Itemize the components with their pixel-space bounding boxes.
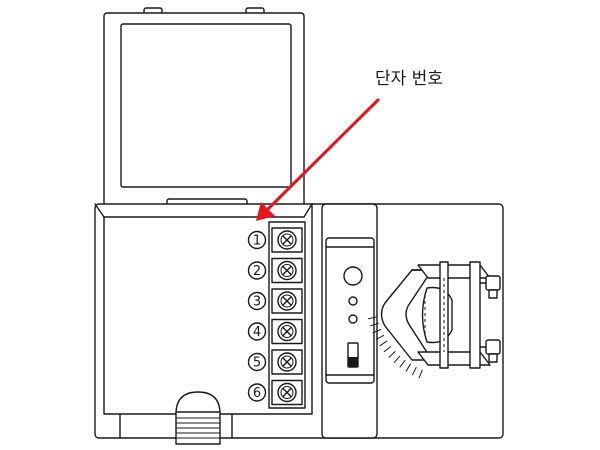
terminal-2: 2 [247, 257, 303, 284]
terminal-number-label: 2 [253, 264, 261, 279]
callout-arrow-line [264, 98, 380, 213]
led-2 [348, 314, 358, 324]
terminal-number-badge [247, 230, 267, 250]
terminal-number-label: 4 [253, 325, 261, 340]
open-cover [103, 7, 305, 211]
terminal-number-callout: 단자 번호 [256, 69, 443, 221]
callout-arrowhead-icon [256, 202, 275, 221]
terminal-number-label: 6 [253, 386, 261, 401]
terminal-number-badge [247, 322, 267, 341]
terminal-4: 4 [247, 318, 303, 345]
terminal-1: 1 [247, 227, 303, 253]
terminal-6: 6 [247, 379, 303, 406]
terminal-3: 3 [247, 288, 303, 314]
cover-window [120, 23, 292, 188]
u-bolt-clamp-icon [368, 261, 501, 379]
control-module [321, 203, 378, 439]
cable-grommet [175, 391, 221, 445]
indicator-lamp [343, 266, 363, 286]
terminal-number-label: 3 [253, 295, 261, 310]
terminal-number-badge [247, 383, 267, 402]
slide-switch-icon[interactable] [347, 342, 359, 368]
terminal-number-badge [247, 291, 267, 311]
callout-label: 단자 번호 [375, 69, 443, 89]
led-1 [348, 296, 358, 306]
terminal-number-label: 5 [253, 356, 261, 371]
terminal-5: 5 [247, 349, 303, 375]
terminal-number-label: 1 [253, 234, 261, 249]
terminal-block: 1 2 3 4 5 6 [247, 221, 306, 409]
terminal-number-badge [247, 261, 267, 280]
terminal-number-badge [247, 352, 267, 372]
